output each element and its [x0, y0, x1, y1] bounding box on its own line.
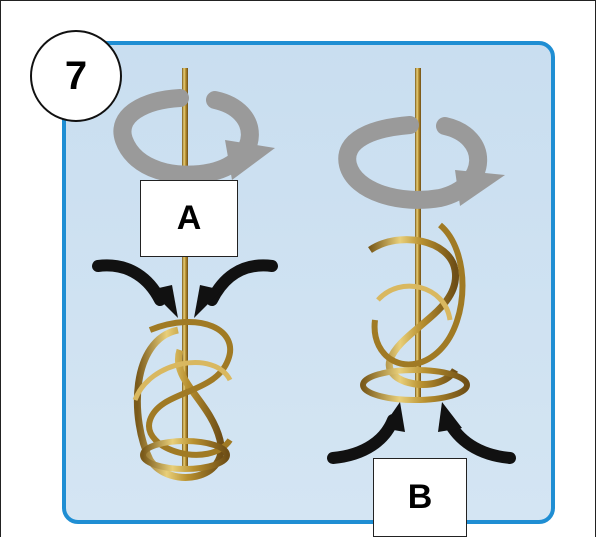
mixer-paddle-b	[360, 68, 470, 403]
rotation-arrow-b-icon	[338, 116, 505, 209]
flow-arrow-a-right-icon	[194, 259, 278, 318]
step-number-badge: 7	[30, 30, 122, 122]
rotation-arrow-a-icon	[113, 89, 275, 184]
flow-arrow-b-right-icon	[438, 402, 516, 464]
flow-arrow-b-left-icon	[327, 402, 405, 464]
flow-arrow-a-left-icon	[92, 259, 178, 318]
mixer-paddle-a	[132, 68, 233, 481]
label-a: A	[140, 180, 238, 257]
label-b: B	[373, 458, 467, 537]
